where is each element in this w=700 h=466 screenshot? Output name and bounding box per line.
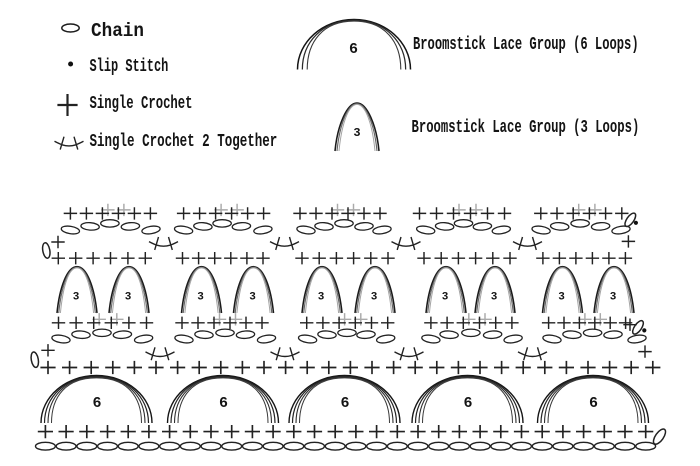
svg-text:Single Crochet: Single Crochet [90, 93, 193, 114]
svg-text:3: 3 [610, 291, 617, 303]
svg-text:6: 6 [219, 395, 228, 412]
svg-text:6: 6 [463, 395, 472, 412]
svg-text:3: 3 [197, 291, 204, 303]
svg-text:3: 3 [249, 291, 256, 303]
svg-text:3: 3 [125, 291, 132, 303]
svg-text:6: 6 [589, 395, 598, 412]
svg-text:Chain: Chain [91, 20, 144, 42]
svg-text:3: 3 [558, 291, 565, 303]
svg-text:6: 6 [340, 395, 349, 412]
svg-text:3: 3 [318, 291, 325, 303]
svg-text:Single Crochet 2 Together: Single Crochet 2 Together [90, 131, 278, 152]
svg-text:3: 3 [73, 291, 80, 303]
svg-text:3: 3 [442, 291, 449, 303]
svg-text:3: 3 [491, 291, 498, 303]
svg-text:3: 3 [353, 126, 360, 140]
svg-text:6: 6 [92, 395, 101, 412]
svg-text:Broomstick Lace Group (3 Loops: Broomstick Lace Group (3 Loops) [412, 118, 640, 138]
svg-text:Slip Stitch: Slip Stitch [90, 56, 169, 77]
svg-text:3: 3 [371, 291, 378, 303]
svg-text:Broomstick Lace Group (6 Loops: Broomstick Lace Group (6 Loops) [413, 35, 639, 55]
svg-text:6: 6 [349, 41, 358, 58]
